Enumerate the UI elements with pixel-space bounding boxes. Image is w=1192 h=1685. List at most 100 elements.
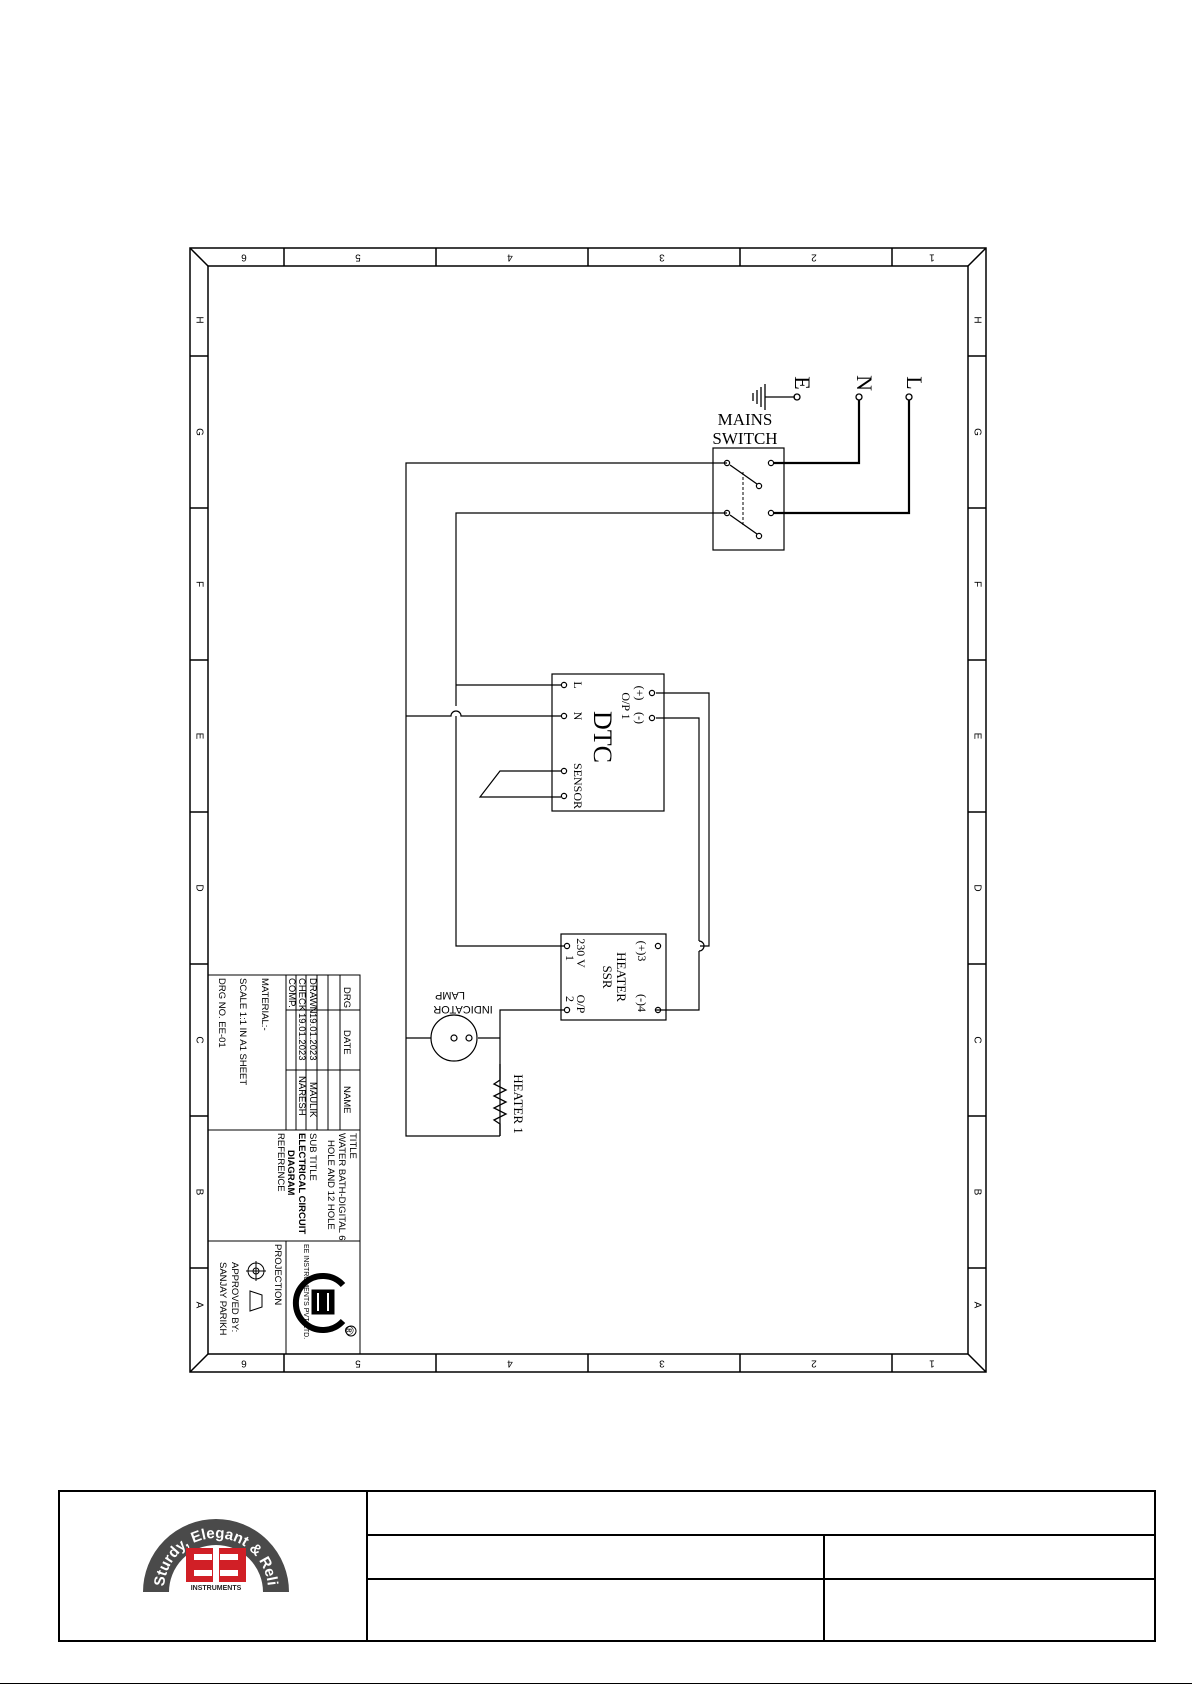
tb-drawn-date: 19.01.2023 — [307, 1013, 318, 1061]
live-terminal — [905, 393, 913, 401]
tb-title-lbl: TITLE — [347, 1133, 358, 1159]
wire-op-minus-b — [656, 951, 700, 1011]
heater-resistor-icon — [492, 1064, 508, 1136]
col-label-bottom-6: 6 — [241, 1357, 247, 1368]
row-label-left-d: D — [193, 884, 204, 891]
row-label-right-g: G — [971, 428, 982, 436]
mains-switch-box — [712, 447, 785, 551]
dtc-name: DTC — [588, 711, 617, 763]
col-label-bottom-4: 4 — [507, 1357, 513, 1368]
row-label-right-d: D — [971, 884, 982, 891]
tb-approved-by: APPROVED BY: — [229, 1262, 240, 1332]
ssr-terminal-3: (+)3 — [635, 941, 649, 962]
tb-check-name: NARESH — [296, 1076, 307, 1116]
footer-row-3 — [368, 1580, 1154, 1640]
col-label-top-5: 5 — [355, 251, 361, 262]
col-label-bottom-2: 2 — [811, 1357, 817, 1368]
mains-section — [712, 384, 913, 551]
ssr-op: O/P — [574, 995, 588, 1014]
ssr-name-1: HEATER — [614, 952, 629, 1002]
footer-table: Sturdy, Elegant & Reliable INSTRUMENTS — [55, 1479, 1156, 1642]
tb-drg-no: DRG NO. EE-01 — [216, 978, 227, 1048]
title-block — [207, 974, 361, 1355]
col-label-top-3: 3 — [659, 251, 665, 262]
col-label-bottom-5: 5 — [355, 1357, 361, 1368]
tb-drg: DRG — [341, 987, 352, 1008]
row-label-right-e: E — [971, 733, 982, 740]
tb-check-date: 19.01.2023 — [296, 1013, 307, 1061]
title-block-text: DRG DATE NAME DRAWN 19.01.2023 MAULIK CH… — [216, 978, 358, 1339]
wire-dtc-n — [406, 710, 561, 717]
tb-drawn: DRAWN — [307, 978, 318, 1014]
tb-name-hdr: NAME — [341, 1086, 352, 1113]
heater-ssr-unit — [560, 933, 667, 1021]
dtc-n-label: N — [571, 712, 585, 721]
wire-ssr-load — [499, 1009, 564, 1136]
row-label-left-h: H — [193, 316, 204, 323]
wire-op-minus-a — [656, 717, 700, 941]
title-block-logo-icon — [292, 1273, 357, 1337]
tb-check: CHECK — [296, 978, 307, 1012]
row-label-right-b: B — [971, 1189, 982, 1196]
tb-reg-mark: ® — [342, 1326, 356, 1335]
wire-live-main-a — [455, 512, 727, 706]
indicator-lamp-icon — [406, 1014, 478, 1062]
row-label-left-g: G — [193, 428, 204, 436]
tb-material: MATERIAL:- — [259, 978, 270, 1031]
col-label-top-6: 6 — [241, 251, 247, 262]
row-label-right-a: A — [971, 1302, 982, 1309]
logo-brand: INSTRUMENTS — [191, 1585, 242, 1592]
dtc-op-plus: (+) — [633, 686, 647, 701]
tb-date-hdr: DATE — [341, 1030, 352, 1055]
heater-labels: HEATER 1 — [511, 1074, 526, 1134]
wire-live-main-b — [455, 716, 564, 947]
neutral-wire — [773, 400, 861, 465]
bottom-rule — [0, 1683, 1192, 1684]
col-label-bottom-3: 3 — [659, 1357, 665, 1368]
row-label-left-a: A — [193, 1302, 204, 1309]
tb-approver: SANJAY PARIKH — [217, 1262, 228, 1336]
logo-ee-icon — [186, 1548, 246, 1582]
ssr-pin-1: 1 — [563, 955, 577, 961]
dtc-l-label: L — [571, 681, 585, 688]
neutral-label: N — [852, 375, 877, 391]
tb-sub-title-lbl: SUB TITLE — [307, 1133, 318, 1181]
neutral-terminal — [855, 393, 863, 401]
wire-dtc-n-hop — [406, 701, 552, 716]
heater-label: HEATER 1 — [511, 1074, 526, 1134]
ssr-labels: HEATER SSR (+)3 (-)4 230 V O/P 1 2 — [563, 938, 649, 1013]
footer-row-1 — [368, 1492, 1154, 1536]
mains-switch-label-2: SWITCH — [712, 429, 777, 448]
frame-labels: 6 5 4 3 2 1 6 5 4 3 2 1 H G F E D C B A … — [193, 251, 982, 1368]
tb-company: EE INSTRUMENTS PVT. LTD. — [302, 1244, 309, 1339]
col-label-top-4: 4 — [507, 251, 513, 262]
earth-terminal — [793, 393, 801, 401]
indicator-label-1: INDICATOR — [433, 1003, 493, 1015]
tb-sub-1: ELECTRICAL CIRCUIT — [296, 1133, 307, 1234]
indicator-labels: INDICATOR LAMP — [433, 989, 493, 1015]
row-label-left-b: B — [193, 1189, 204, 1196]
dtc-op-label: O/P 1 — [619, 692, 633, 719]
row-label-left-f: F — [193, 581, 204, 587]
col-label-top-1: 1 — [929, 251, 935, 262]
col-label-top-2: 2 — [811, 251, 817, 262]
company-logo: Sturdy, Elegant & Reliable INSTRUMENTS — [55, 1479, 289, 1593]
tb-sub-2: DIAGRAM — [285, 1150, 296, 1195]
live-label: L — [902, 376, 927, 389]
ssr-230v: 230 V — [574, 938, 588, 968]
ssr-pin-2: 2 — [563, 996, 577, 1002]
tb-title-2: HOLE AND 12 HOLE — [325, 1140, 336, 1230]
earth-label: E — [790, 376, 815, 389]
ssr-name-2: SSR — [600, 965, 615, 988]
row-label-right-c: C — [971, 1036, 982, 1043]
footer-logo-cell: Sturdy, Elegant & Reliable INSTRUMENTS — [55, 1479, 368, 1640]
dtc-labels: DTC O/P 1 (+) (-) L N SENSOR — [571, 681, 647, 809]
footer-row-2 — [368, 1536, 1154, 1580]
row-label-left-c: C — [193, 1036, 204, 1043]
col-label-bottom-1: 1 — [929, 1357, 935, 1368]
row-label-right-f: F — [971, 581, 982, 587]
dtc-op-minus: (-) — [633, 712, 647, 724]
live-wire — [773, 400, 911, 515]
wire-op-minus-hop — [698, 940, 705, 952]
logo-arc-band — [143, 1519, 289, 1593]
